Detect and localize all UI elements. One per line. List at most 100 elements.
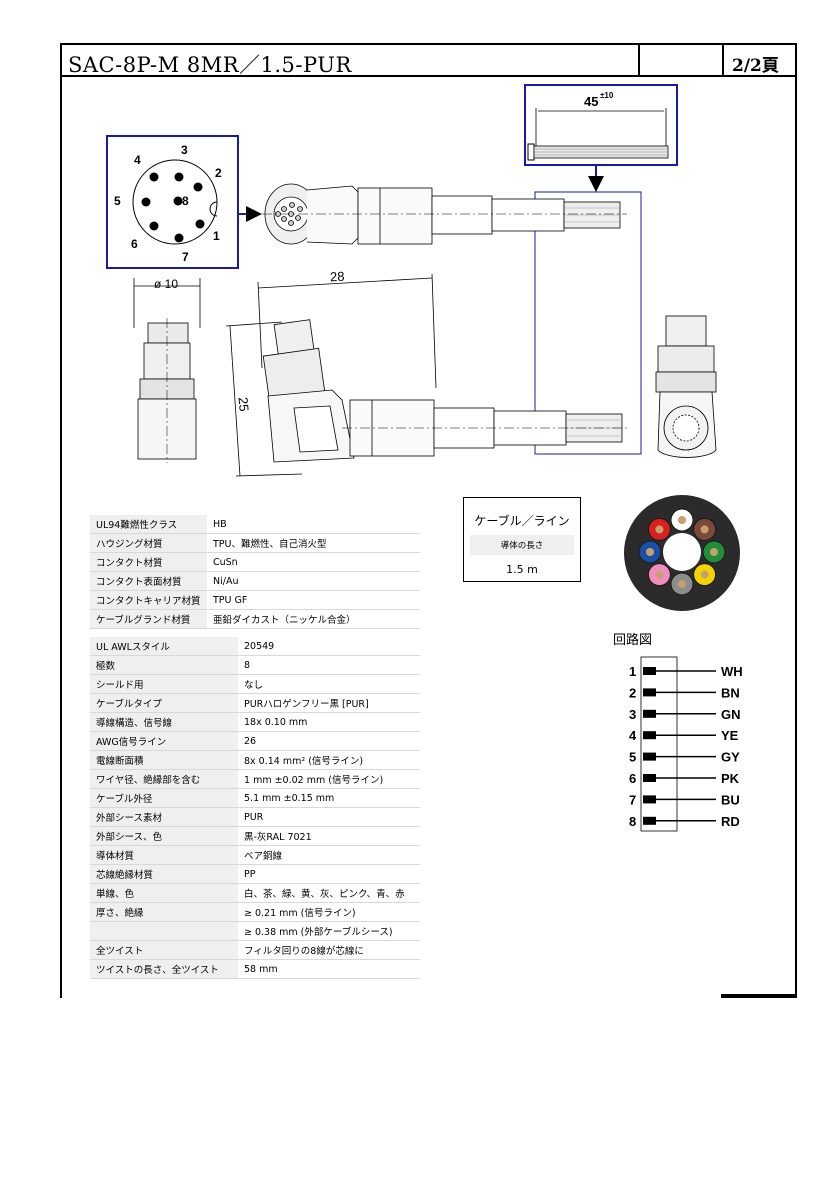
wire-conductor	[655, 525, 664, 534]
circuit-pin	[643, 752, 656, 761]
table-row: ≥ 0.38 mm (外部ケーブルシース)	[90, 921, 420, 941]
spec-key	[90, 921, 238, 941]
spec-value: TPU GF	[207, 590, 420, 610]
cable-cross-section	[624, 495, 740, 611]
spec-value: TPU、難燃性、自己消火型	[207, 533, 420, 553]
circuit-pin	[643, 667, 656, 675]
front-view	[133, 278, 201, 463]
circuit-pin	[643, 688, 656, 697]
spec-key: 単線、色	[90, 883, 238, 903]
page-number: 2/2頁	[732, 56, 779, 76]
spec-value: 亜鉛ダイカスト（ニッケル合金）	[207, 609, 420, 629]
spec-value: 58 mm	[238, 959, 420, 979]
spec-key: コンタクトキャリア材質	[90, 590, 207, 610]
spec-value: CuSn	[207, 552, 420, 572]
spec-value: フィルタ回りの8線が芯線に	[238, 940, 420, 960]
dimension-diameter: ø 10	[154, 277, 178, 291]
spec-value: 20549	[238, 637, 420, 656]
side-view	[225, 273, 630, 477]
spec-value: なし	[238, 674, 420, 694]
pin-label: 2	[215, 166, 222, 180]
spec-key: 全ツイスト	[90, 940, 238, 960]
title-block: SAC-8P-M 8MR／1.5-PUR 2/2頁	[60, 43, 797, 77]
spec-value: 5.1 mm ±0.15 mm	[238, 788, 420, 808]
spec-value: ≥ 0.38 mm (外部ケーブルシース)	[238, 921, 420, 941]
circuit-wire-color: BN	[721, 685, 740, 700]
spec-key: UL94難燃性クラス	[90, 515, 207, 534]
frame-bottom-mark	[721, 994, 797, 998]
circuit-pin-number: 8	[629, 814, 636, 829]
table-row: 全ツイストフィルタ回りの8線が芯線に	[90, 940, 420, 960]
circuit-pin	[643, 774, 656, 782]
top-cable-view	[262, 183, 627, 245]
spec-key: ケーブル外径	[90, 788, 238, 808]
spec-value: Ni/Au	[207, 571, 420, 591]
spec-key: シールド用	[90, 674, 238, 694]
spec-value: HB	[207, 515, 420, 534]
circuit-wire-color: RD	[721, 814, 740, 829]
dimension-height: 25	[236, 396, 252, 412]
spec-value: PP	[238, 864, 420, 884]
spec-value: 26	[238, 731, 420, 751]
pin-label: 3	[181, 143, 188, 157]
spec-key: AWG信号ライン	[90, 731, 238, 751]
spec-value: ≥ 0.21 mm (信号ライン)	[238, 902, 420, 922]
spec-value: ベア銅線	[238, 845, 420, 865]
pin-label: 1	[213, 229, 220, 243]
spec-key: ハウジング材質	[90, 533, 207, 553]
cable-box-label: 導体の長さ	[470, 535, 574, 555]
wire-conductor	[646, 548, 654, 556]
spec-value: 1 mm ±0.02 mm (信号ライン)	[238, 769, 420, 789]
table-row: 外部シース、色黒-灰RAL 7021	[90, 826, 420, 846]
wire-conductor	[700, 525, 709, 534]
spec-key: 導体材質	[90, 845, 238, 865]
table-row: ケーブルグランド材質亜鉛ダイカスト（ニッケル合金）	[90, 609, 420, 629]
wire-conductor	[710, 548, 718, 556]
circuit-pin-number: 4	[629, 728, 637, 743]
circuit-pin-number: 7	[629, 792, 636, 807]
spec-key: コンタクト表面材質	[90, 571, 207, 591]
wire-end-highlight	[534, 191, 642, 455]
circuit-pin	[643, 816, 656, 825]
circuit-wire-color: WH	[721, 664, 743, 679]
end-view	[655, 315, 717, 458]
spec-key: ワイヤ径、絶縁部を含む	[90, 769, 238, 789]
table-row: 導体材質ベア銅線	[90, 845, 420, 865]
technical-drawing: 3 4 2 5 8 1 6 7 45 ±10	[106, 84, 717, 477]
circuit-pin-number: 3	[629, 707, 636, 722]
spec-key: 外部シース、色	[90, 826, 238, 846]
pin-label: 4	[134, 153, 141, 167]
circuit-wire-color: GY	[721, 750, 740, 765]
spec-key: コンタクト材質	[90, 552, 207, 572]
circuit-diagram-title: 回路図	[613, 633, 653, 648]
strip-length-detail: 45 ±10	[524, 84, 678, 192]
circuit-wire-color: PK	[721, 771, 740, 786]
title-divider	[722, 45, 724, 75]
spec-key: 極数	[90, 655, 238, 675]
circuit-pin-number: 6	[629, 771, 636, 786]
table-row: シールド用なし	[90, 674, 420, 694]
wire-conductor	[678, 516, 686, 524]
spec-value: 8x 0.14 mm² (信号ライン)	[238, 750, 420, 770]
spec-key: UL AWLスタイル	[90, 637, 238, 656]
circuit-wire-color: GN	[721, 707, 741, 722]
cable-length-box: ケーブル／ライン 導体の長さ 1.5 m	[463, 497, 581, 582]
cable-box-title: ケーブル／ライン	[474, 514, 570, 528]
circuit-pin-number: 1	[629, 664, 636, 679]
spec-value: 18x 0.10 mm	[238, 712, 420, 732]
pin-label: 8	[182, 194, 189, 208]
spec-key: 外部シース素材	[90, 807, 238, 827]
spec-value: 8	[238, 655, 420, 675]
pin-label: 5	[114, 194, 121, 208]
spec-value: 白、茶、緑、黄、灰、ピンク、青、赤	[238, 883, 420, 903]
